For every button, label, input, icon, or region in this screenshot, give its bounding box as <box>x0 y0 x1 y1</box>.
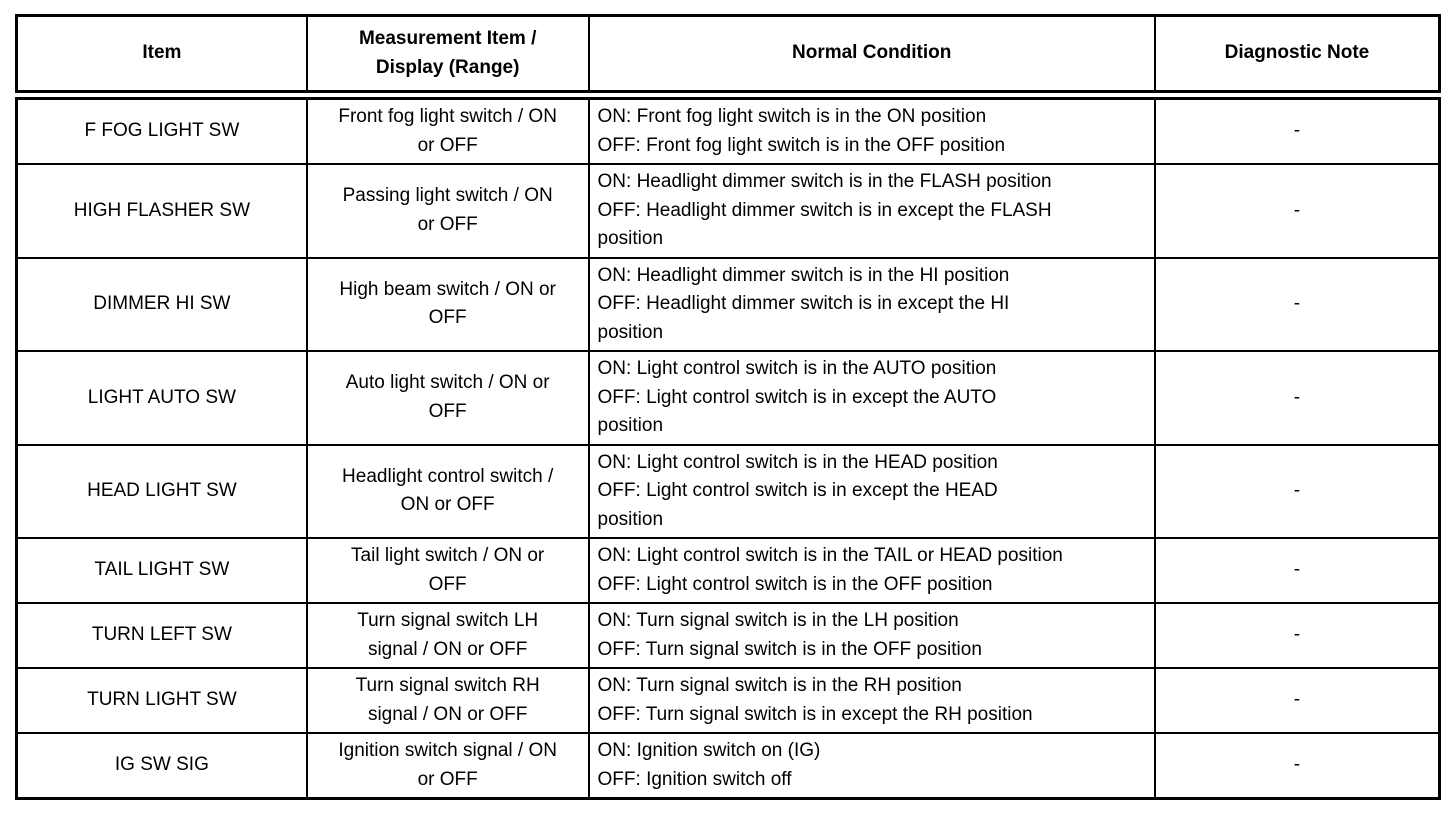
note-cell: - <box>1153 443 1441 539</box>
header-row: Item Measurement Item / Display (Range) … <box>15 14 1441 100</box>
table-row: TAIL LIGHT SW Tail light switch / ON or … <box>15 537 1441 604</box>
table-row: DIMMER HI SW High beam switch / ON or OF… <box>15 256 1441 352</box>
table-row: HIGH FLASHER SW Passing light switch / O… <box>15 163 1441 259</box>
column-header-normal-condition: Normal Condition <box>587 14 1156 100</box>
column-header-diagnostic-note: Diagnostic Note <box>1153 14 1441 100</box>
table-row: HEAD LIGHT SW Headlight control switch /… <box>15 443 1441 539</box>
item-cell: LIGHT AUTO SW <box>15 350 308 446</box>
condition-cell: ON: Headlight dimmer switch is in the HI… <box>587 256 1156 352</box>
note-cell: - <box>1153 163 1441 259</box>
condition-cell: ON: Turn signal switch is in the RH posi… <box>587 667 1156 734</box>
measurement-cell: Auto light switch / ON or OFF <box>305 350 590 446</box>
column-header-item: Item <box>15 14 308 100</box>
measurement-cell: Tail light switch / ON or OFF <box>305 537 590 604</box>
condition-cell: ON: Turn signal switch is in the LH posi… <box>587 602 1156 669</box>
table-row: TURN LEFT SW Turn signal switch LH signa… <box>15 602 1441 669</box>
item-cell: TURN LEFT SW <box>15 602 308 669</box>
item-cell: HIGH FLASHER SW <box>15 163 308 259</box>
measurement-cell: Ignition switch signal / ON or OFF <box>305 732 590 800</box>
data-list-table: Item Measurement Item / Display (Range) … <box>15 14 1441 800</box>
note-cell: - <box>1153 602 1441 669</box>
note-cell: - <box>1153 732 1441 800</box>
table-row: TURN LIGHT SW Turn signal switch RH sign… <box>15 667 1441 734</box>
note-cell: - <box>1153 667 1441 734</box>
condition-cell: ON: Light control switch is in the AUTO … <box>587 350 1156 446</box>
table-body: F FOG LIGHT SW Front fog light switch / … <box>15 94 1441 800</box>
note-cell: - <box>1153 256 1441 352</box>
table-row: LIGHT AUTO SW Auto light switch / ON or … <box>15 350 1441 446</box>
condition-cell: ON: Light control switch is in the HEAD … <box>587 443 1156 539</box>
column-header-measurement: Measurement Item / Display (Range) <box>305 14 590 100</box>
measurement-cell: High beam switch / ON or OFF <box>305 256 590 352</box>
condition-cell: ON: Light control switch is in the TAIL … <box>587 537 1156 604</box>
item-cell: TAIL LIGHT SW <box>15 537 308 604</box>
note-cell: - <box>1153 350 1441 446</box>
item-cell: TURN LIGHT SW <box>15 667 308 734</box>
table-row: F FOG LIGHT SW Front fog light switch / … <box>15 94 1441 165</box>
item-cell: DIMMER HI SW <box>15 256 308 352</box>
condition-cell: ON: Headlight dimmer switch is in the FL… <box>587 163 1156 259</box>
item-cell: HEAD LIGHT SW <box>15 443 308 539</box>
table-row: IG SW SIG Ignition switch signal / ON or… <box>15 732 1441 800</box>
measurement-cell: Turn signal switch RH signal / ON or OFF <box>305 667 590 734</box>
measurement-cell: Front fog light switch / ON or OFF <box>305 94 590 165</box>
condition-cell: ON: Front fog light switch is in the ON … <box>587 94 1156 165</box>
item-cell: F FOG LIGHT SW <box>15 94 308 165</box>
note-cell: - <box>1153 94 1441 165</box>
measurement-cell: Headlight control switch / ON or OFF <box>305 443 590 539</box>
item-cell: IG SW SIG <box>15 732 308 800</box>
measurement-cell: Passing light switch / ON or OFF <box>305 163 590 259</box>
note-cell: - <box>1153 537 1441 604</box>
measurement-cell: Turn signal switch LH signal / ON or OFF <box>305 602 590 669</box>
condition-cell: ON: Ignition switch on (IG) OFF: Ignitio… <box>587 732 1156 800</box>
